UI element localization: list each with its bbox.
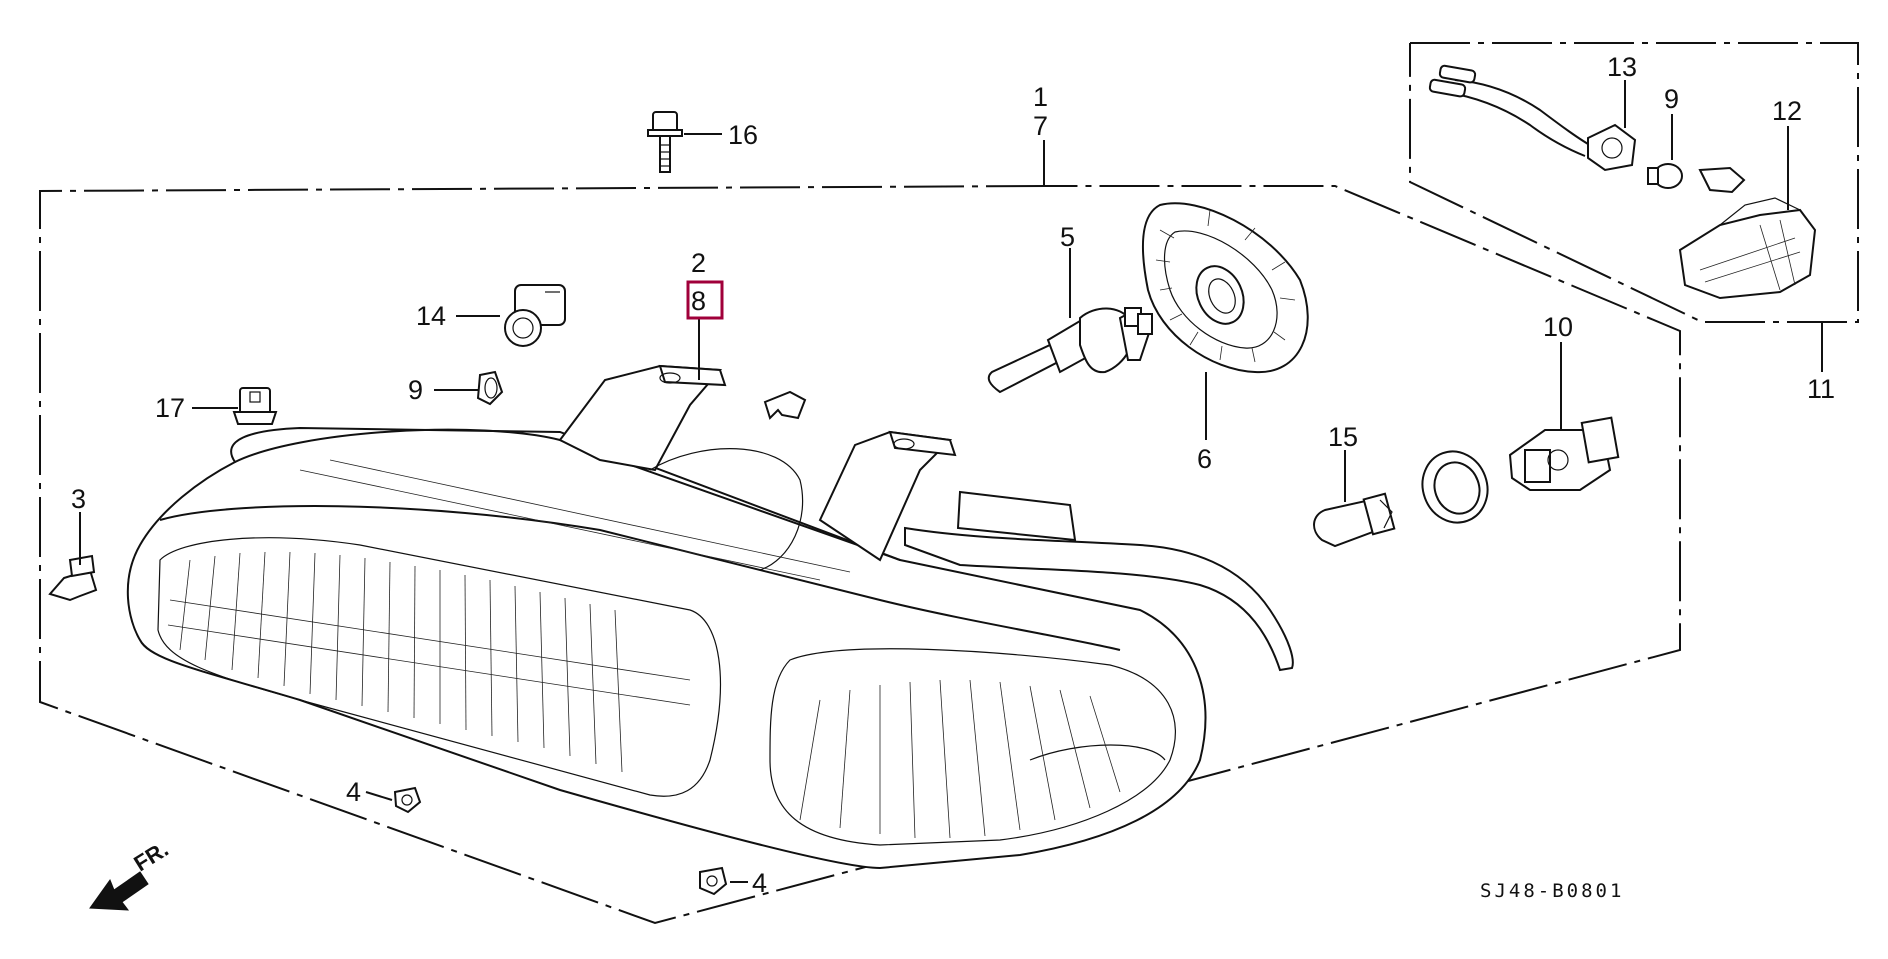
callout-3[interactable]: 3 (71, 484, 86, 514)
callout-11[interactable]: 11 (1807, 374, 1835, 404)
callout-4-lower[interactable]: 4 (752, 868, 767, 898)
highlight-box-8 (686, 280, 724, 320)
callout-10[interactable]: 10 (1543, 312, 1573, 342)
callout-16[interactable]: 16 (728, 120, 758, 150)
direction-label: FR. (129, 836, 172, 876)
adjuster-bracket[interactable] (48, 554, 98, 602)
side-marker-bulb[interactable] (1647, 163, 1683, 189)
side-marker-socket[interactable] (1587, 123, 1637, 172)
bolt[interactable] (647, 111, 683, 173)
leader-lines (79, 80, 1823, 883)
halogen-bulb[interactable] (987, 307, 1153, 394)
callout-14[interactable]: 14 (416, 301, 446, 331)
callout-17[interactable]: 17 (155, 393, 185, 423)
callout-8[interactable]: 8 (691, 286, 706, 316)
headlight-unit[interactable] (126, 364, 1207, 870)
callout-12[interactable]: 12 (1772, 96, 1802, 126)
callout-9-marker[interactable]: 9 (1664, 84, 1679, 114)
callout-6[interactable]: 6 (1197, 444, 1212, 474)
callout-1[interactable]: 1 (1033, 82, 1048, 112)
clip-nut-lower[interactable] (699, 866, 728, 896)
callout-4-upper[interactable]: 4 (346, 777, 361, 807)
arrow-icon (89, 871, 149, 911)
dust-cover[interactable] (1142, 202, 1309, 374)
callout-9-headlight[interactable]: 9 (408, 375, 423, 405)
housing-gasket[interactable] (904, 490, 1294, 672)
callout-labels: 1 7 2 8 16 14 9 17 3 4 4 5 6 15 10 13 9 … (71, 52, 1835, 898)
main-assembly-boundary (39, 185, 1681, 925)
callout-5[interactable]: 5 (1060, 222, 1075, 252)
callout-2[interactable]: 2 (691, 248, 706, 278)
diagram-code: SJ48-B0801 (1480, 880, 1624, 902)
callout-15[interactable]: 15 (1328, 422, 1358, 452)
front-direction-arrow: FR. (89, 836, 173, 911)
side-marker-clip[interactable] (1698, 166, 1746, 194)
wedge-bulb-small[interactable] (476, 370, 504, 406)
turn-signal-socket[interactable] (1508, 416, 1620, 491)
bulb-socket[interactable] (504, 284, 566, 347)
callout-13[interactable]: 13 (1607, 52, 1637, 82)
wedge-bulb[interactable] (1313, 492, 1396, 548)
mounting-clip[interactable] (232, 387, 278, 425)
o-ring-gasket[interactable] (1413, 442, 1498, 532)
retaining-clip[interactable] (763, 390, 807, 420)
callout-7[interactable]: 7 (1033, 111, 1048, 141)
side-marker-light[interactable] (1678, 197, 1817, 300)
clip-nut-upper[interactable] (393, 786, 422, 814)
side-marker-boundary (1409, 42, 1859, 323)
side-marker-harness[interactable] (1428, 64, 1596, 157)
